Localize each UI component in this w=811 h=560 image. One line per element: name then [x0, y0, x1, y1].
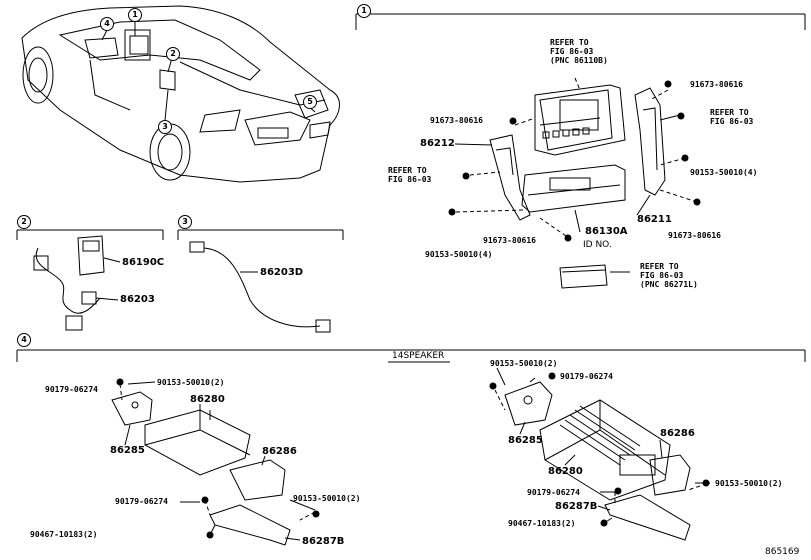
part-86203: 86203: [120, 294, 155, 305]
part-91673-top-right: 91673-80616: [690, 80, 743, 89]
screws-section-1: [448, 80, 701, 242]
right-bracket-86285: [504, 381, 553, 426]
bracket-86212: [489, 134, 531, 221]
car-callout-1: 1: [128, 8, 142, 22]
left-amplifier-86280: [144, 409, 251, 476]
part-86130a: 86130A: [585, 226, 628, 237]
part-90153-right: 90153-50010(4): [690, 168, 758, 177]
figure-id: 865169: [765, 547, 800, 557]
part-86190c: 86190C: [122, 257, 165, 268]
14speaker-title: 14SPEAKER: [392, 351, 445, 361]
right-part-90179-a: 90179-06274: [560, 372, 613, 381]
section-3-marker: 3: [178, 215, 192, 229]
left-bracket-86286: [229, 459, 286, 501]
part-86211: 86211: [637, 214, 672, 225]
right-screws: [489, 372, 710, 527]
right-part-86285: 86285: [508, 435, 543, 446]
part-86212: 86212: [420, 138, 455, 149]
refer-86-03-right: REFER TO FIG 86-03: [710, 108, 754, 126]
right-part-90153-b: 90153-50010(2): [715, 479, 783, 488]
section-2-marker: 2: [17, 215, 31, 229]
right-bracket-86286: [649, 454, 691, 496]
left-part-86287b: 86287B: [302, 536, 345, 547]
left-part-90153-a: 90153-50010(2): [157, 378, 225, 387]
right-part-86286: 86286: [660, 428, 695, 439]
id-no-label: ID NO.: [583, 240, 612, 250]
section-4-marker: 4: [17, 333, 31, 347]
left-bracket-86287b: [209, 504, 291, 546]
left-bracket-86285: [111, 391, 153, 426]
left-part-86285: 86285: [110, 445, 145, 456]
refer-86271l: REFER TO FIG 86-03 (PNC 86271L): [640, 262, 698, 289]
section-2-frame: [16, 229, 164, 240]
left-part-90153-b: 90153-50010(2): [293, 494, 361, 503]
right-part-86280: 86280: [548, 466, 583, 477]
car-callout-3: 3: [158, 120, 172, 134]
left-part-90467: 90467-10183(2): [30, 530, 98, 539]
car-callout-4: 4: [100, 17, 114, 31]
right-amplifier-86280: [539, 399, 671, 501]
section-1-frame: [355, 13, 806, 30]
part-91673-top-left: 91673-80616: [430, 116, 483, 125]
audio-unit-86130a: [521, 164, 626, 213]
module-86271l: [559, 264, 608, 289]
right-part-90179-b: 90179-06274: [527, 488, 580, 497]
section-1-dashed-leaders: [455, 77, 698, 237]
right-part-90467: 90467-10183(2): [508, 519, 576, 528]
section-3-frame: [177, 229, 344, 240]
car-illustration: [21, 5, 340, 183]
right-part-90153-a: 90153-50010(2): [490, 359, 558, 368]
part-91673-bottom-left: 91673-80616: [483, 236, 536, 245]
section-4-frame: [16, 349, 806, 362]
harness-86203: [33, 247, 119, 331]
car-callout-5: 5: [303, 95, 317, 109]
bracket-86211: [634, 87, 666, 196]
left-part-90179-b: 90179-06274: [115, 497, 168, 506]
left-leaders: [124, 381, 316, 541]
left-part-86280: 86280: [190, 394, 225, 405]
right-bracket-86287b: [604, 494, 691, 541]
refer-86-03-left: REFER TO FIG 86-03: [388, 166, 432, 184]
part-90153-left: 90153-50010(4): [425, 250, 493, 259]
section-1-leaders: [454, 114, 681, 273]
part-86203d: 86203D: [260, 267, 304, 278]
right-part-86287b: 86287B: [555, 501, 598, 512]
switch-86190c: [77, 235, 121, 276]
section-1-marker: 1: [357, 4, 371, 18]
left-screws: [116, 378, 320, 539]
right-dashed: [494, 389, 701, 505]
car-callout-2: 2: [166, 47, 180, 61]
display-unit: [534, 84, 626, 156]
left-part-90179-a: 90179-06274: [45, 385, 98, 394]
part-91673-bottom-right: 91673-80616: [668, 231, 721, 240]
left-part-86286: 86286: [262, 446, 297, 457]
refer-86110b: REFER TO FIG 86-03 (PNC 86110B): [550, 38, 608, 65]
harness-86203d: [189, 241, 331, 333]
